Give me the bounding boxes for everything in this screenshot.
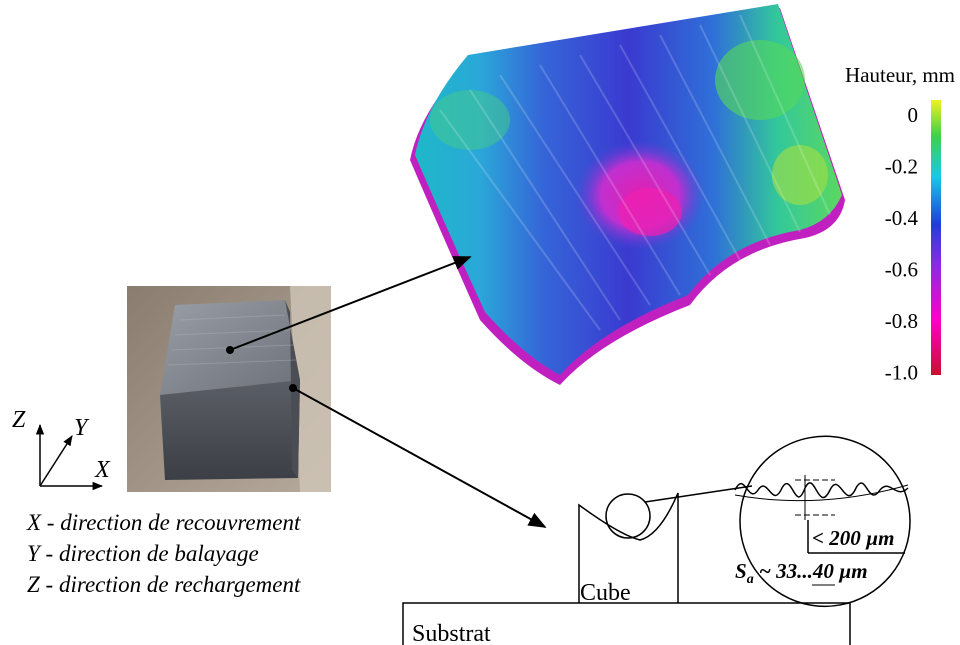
colorbar-title: Hauteur, mm <box>845 63 955 87</box>
axis-y-label: Y <box>74 415 90 441</box>
colorbar-tick-label: -1.0 <box>885 361 918 385</box>
roughness-label: Sa ~ 33...40 µm <box>735 559 868 587</box>
legend-y: Y - direction de balayage <box>27 541 259 566</box>
axis-x-label: X <box>94 457 111 483</box>
cube-label: Cube <box>580 580 631 606</box>
colorbar-tick-label: -0.8 <box>885 309 918 333</box>
dimension-label: < 200 µm <box>812 526 894 550</box>
arrow-to-height-map <box>229 256 472 351</box>
axis-triad <box>35 423 104 491</box>
colorbar-gradient <box>931 100 941 375</box>
legend-z: Z - direction de rechargement <box>27 572 301 597</box>
colorbar-tick-label: -0.2 <box>885 155 918 179</box>
colorbar-tick-label: -0.6 <box>885 258 918 282</box>
arrow-to-schematic <box>292 387 547 528</box>
cube-photo <box>127 286 331 492</box>
cube-schematic <box>402 435 911 645</box>
colorbar-tick-label: 0 <box>908 103 919 127</box>
colorbar: Hauteur, mm 0 -0.2 -0.4 -0.6 -0.8 -1.0 <box>845 63 955 385</box>
height-map-surface <box>410 4 845 385</box>
colorbar-tick-label: -0.4 <box>885 206 919 230</box>
legend-x: X - direction de recouvrement <box>26 510 301 535</box>
axis-z-label: Z <box>12 407 26 433</box>
substrate-label: Substrat <box>412 621 491 645</box>
